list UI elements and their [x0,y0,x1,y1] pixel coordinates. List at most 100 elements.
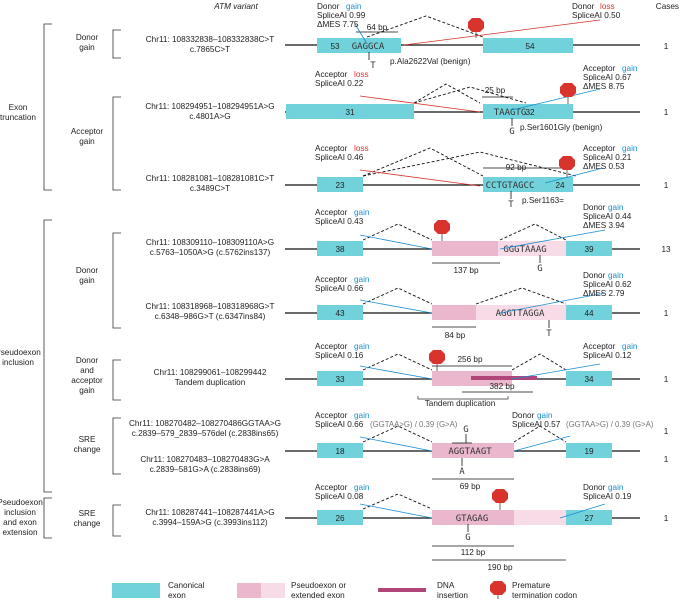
row-7: Chr11: 108270482–108270486GGTAA>G c.2839… [129,411,669,491]
svg-text:44: 44 [584,309,594,318]
svg-text:gain: gain [608,271,624,280]
svg-text:13: 13 [661,245,671,254]
svg-text:SpliceAI 0.21: SpliceAI 0.21 [583,153,632,162]
svg-text:G: G [463,425,468,435]
row-6: Chr11: 108299061–108299442 Tandem duplic… [154,342,669,408]
svg-text:19: 19 [584,447,594,456]
category-donor-acceptor-gain: Donor and acceptor gain [71,356,121,401]
category-pe-extension: Pseudoexon inclusion and exon extension [0,497,52,539]
variant-cdna: c.7865C>T [190,45,230,54]
svg-text:53: 53 [330,42,340,51]
svg-text:SpliceAI 0.46: SpliceAI 0.46 [315,153,364,162]
svg-text:extended exon: extended exon [291,591,345,600]
svg-text:Chr11: 108299061–108299442: Chr11: 108299061–108299442 [154,368,267,377]
svg-text:TAAGTG: TAAGTG [494,108,527,118]
svg-text:ΔMES 7.75: ΔMES 7.75 [317,20,359,29]
svg-text:ΔMES 2.79: ΔMES 2.79 [583,289,625,298]
svg-text:SpliceAI 0.43: SpliceAI 0.43 [315,217,364,226]
svg-text:c.3489C>T: c.3489C>T [190,184,230,193]
svg-text:c.6348–986G>T (c.6347ins84): c.6348–986G>T (c.6347ins84) [155,312,266,321]
svg-text:gain: gain [79,386,95,395]
category-exon-truncation: Exon truncation [0,23,52,191]
svg-text:c.5763–1050A>G (c.5762ins137): c.5763–1050A>G (c.5762ins137) [150,248,271,257]
svg-text:1: 1 [664,42,669,51]
svg-text:1: 1 [664,455,669,464]
svg-text:Acceptor: Acceptor [315,208,348,217]
svg-text:gain: gain [622,64,638,73]
svg-text:382 bp: 382 bp [489,382,514,391]
svg-text:p.Ala2622Val (benign): p.Ala2622Val (benign) [390,57,471,66]
svg-text:SpliceAI 0.66: SpliceAI 0.66 [315,284,364,293]
svg-text:256 bp: 256 bp [457,355,482,364]
category-donor-gain-2: Donor gain [76,232,121,329]
svg-text:truncation: truncation [0,113,36,122]
svg-text:SpliceAI 0.44: SpliceAI 0.44 [583,212,632,221]
row-2: Chr11: 108294951–108294951A>G c.4801A>G … [145,64,668,137]
svg-text:p.Ser1601Gly (benign): p.Ser1601Gly (benign) [520,123,603,132]
svg-text:gain: gain [79,43,95,52]
svg-text:18: 18 [335,447,345,456]
svg-text:SpliceAI 0.99: SpliceAI 0.99 [317,11,366,20]
svg-text:gain: gain [354,411,370,420]
svg-text:extension: extension [2,528,37,537]
svg-text:ΔMES 8.75: ΔMES 8.75 [583,82,625,91]
legend-stop-icon [490,581,506,595]
row-8: Chr11: 108287441–108287441A>G c.3994–159… [145,483,668,572]
svg-text:SpliceAI 0.66: SpliceAI 0.66 [315,420,364,429]
svg-text:gain: gain [354,275,370,284]
svg-text:Acceptor: Acceptor [315,483,348,492]
svg-text:64 bp: 64 bp [367,23,388,32]
svg-text:gain: gain [346,2,362,11]
category-acceptor-gain: Acceptor gain [71,96,121,191]
svg-text:inclusion: inclusion [4,508,36,517]
svg-text:change: change [74,519,101,528]
category-donor-gain: Donor gain [76,29,121,59]
svg-text:gain: gain [354,208,370,217]
svg-text:SpliceAI 0.62: SpliceAI 0.62 [583,280,632,289]
svg-text:190 bp: 190 bp [487,563,512,572]
row-1: Chr11: 108332838–108332838C>T c.7865C>T … [146,2,669,71]
svg-text:43: 43 [335,309,345,318]
svg-text:G: G [537,264,542,274]
svg-text:Pseudoexon: Pseudoexon [0,348,41,357]
svg-text:31: 31 [345,108,355,117]
svg-text:acceptor: acceptor [71,376,103,385]
category-sre-change-2: SRE change [74,504,121,537]
svg-text:23: 23 [335,181,345,190]
svg-text:gain: gain [622,342,638,351]
svg-text:Chr11: 108294951–108294951A>G: Chr11: 108294951–108294951A>G [145,102,274,111]
svg-text:DNA: DNA [437,581,455,590]
svg-text:ΔMES 0.53: ΔMES 0.53 [583,162,625,171]
category-sre-change: SRE change [74,417,121,475]
svg-text:gain: gain [608,483,624,492]
svg-text:Acceptor: Acceptor [315,70,348,79]
legend-pseudoexon-swatch [237,583,261,598]
svg-text:Acceptor: Acceptor [315,411,348,420]
svg-text:SpliceAI 0.16: SpliceAI 0.16 [315,351,364,360]
svg-text:Pseudoexon: Pseudoexon [0,498,43,507]
svg-text:137 bp: 137 bp [453,266,478,275]
svg-text:Donor: Donor [317,2,340,11]
svg-text:loss: loss [600,2,615,11]
svg-text:Acceptor: Acceptor [71,127,104,136]
svg-text:1: 1 [664,427,669,436]
svg-text:Tandem duplication: Tandem duplication [175,378,246,387]
svg-text:84 bp: 84 bp [445,331,466,340]
svg-text:T: T [508,200,514,210]
svg-text:Acceptor: Acceptor [583,342,616,351]
row-5: Chr11: 108318968–108318968G>T c.6348–986… [146,271,669,340]
svg-text:92 bp: 92 bp [506,163,527,172]
cases-header: Cases [656,2,679,11]
legend-insertion-swatch [378,588,426,592]
exon-box [483,38,573,53]
svg-text:CCTGTAGCC: CCTGTAGCC [486,181,535,191]
svg-text:Canonical: Canonical [168,581,205,590]
svg-text:Exon: Exon [9,103,28,112]
svg-text:SRE: SRE [79,435,96,444]
svg-text:1: 1 [664,181,669,190]
svg-text:Acceptor: Acceptor [315,275,348,284]
variant-genomic: Chr11: 108332838–108332838C>T [146,35,274,44]
svg-text:Donor: Donor [76,33,99,42]
svg-text:gain: gain [537,411,553,420]
